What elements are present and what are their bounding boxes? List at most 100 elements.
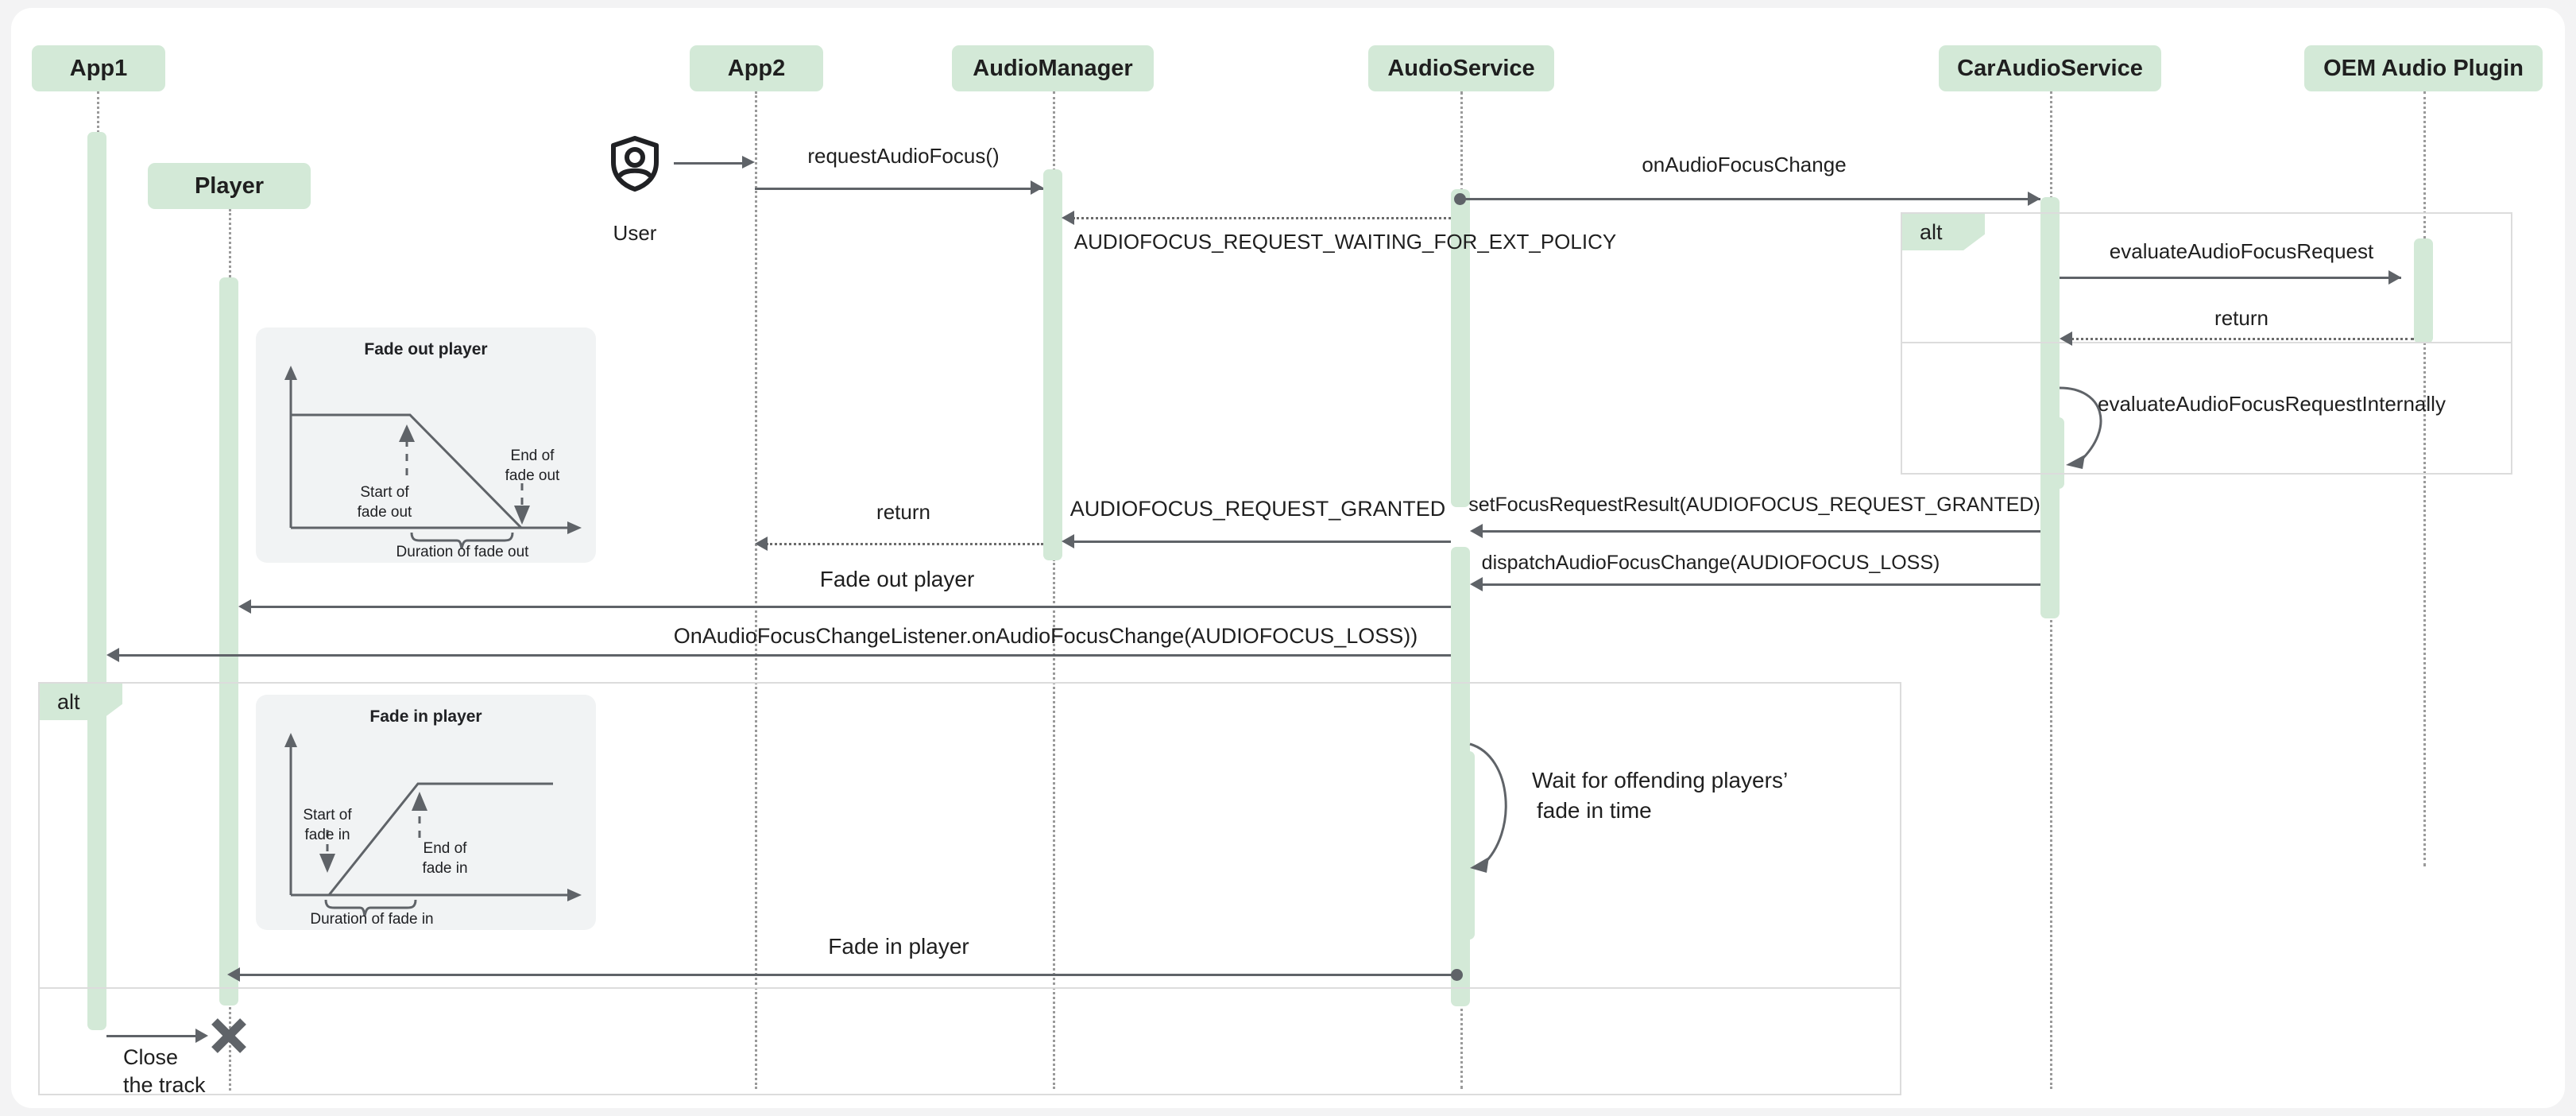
close-track-line-1: Close bbox=[123, 1045, 179, 1069]
lifeline-line-caraudioservice bbox=[2050, 91, 2052, 199]
message-text: Fade out player bbox=[819, 567, 975, 591]
message-label-request-audio-focus: requestAudioFocus() bbox=[807, 143, 999, 169]
message-text: AUDIOFOCUS_REQUEST_GRANTED bbox=[1069, 497, 1446, 521]
message-text: dispatchAudioFocusChange(AUDIOFOCUS_LOSS… bbox=[1481, 552, 1940, 574]
message-label-fade-out-player: Fade out player bbox=[820, 565, 975, 593]
lifeline-head-audioservice[interactable]: AudioService bbox=[1368, 45, 1554, 91]
message-line-request-audio-focus[interactable] bbox=[755, 188, 1043, 190]
arrow-head-request-audio-focus bbox=[1031, 180, 1043, 195]
lifeline-label: CarAudioService bbox=[1957, 55, 2143, 81]
inset-fade-in-duration-label: Duration of fade in bbox=[310, 911, 434, 928]
message-text: AUDIOFOCUS_REQUEST_WAITING_FOR_EXT_POLIC… bbox=[1073, 230, 1617, 254]
alt-fragment-right-tab: alt bbox=[1902, 214, 1985, 250]
message-label-on-audio-focus-change: onAudioFocusChange bbox=[1642, 152, 1846, 178]
message-line-user-to-app2[interactable] bbox=[674, 162, 745, 165]
message-label-evaluate-audio-focus-request: evaluateAudioFocusRequest bbox=[2110, 238, 2373, 265]
arrow-head-waiting-for-ext-policy bbox=[1062, 211, 1074, 225]
lifeline-line-caraudioservice-end bbox=[2050, 616, 2052, 1089]
message-line-fade-out-player[interactable] bbox=[249, 606, 1451, 608]
start-line-2: fade out bbox=[357, 503, 412, 521]
lifeline-head-app1[interactable]: App1 bbox=[32, 45, 165, 91]
lifeline-head-audiomanager[interactable]: AudioManager bbox=[952, 45, 1154, 91]
lifeline-line-player-end bbox=[229, 1003, 231, 1091]
lifeline-head-caraudioservice[interactable]: CarAudioService bbox=[1939, 45, 2161, 91]
message-label-dispatch-audio-focus-change: dispatchAudioFocusChange(AUDIOFOCUS_LOSS… bbox=[1482, 551, 1940, 575]
message-label-audiofocus-request-granted: AUDIOFOCUS_REQUEST_GRANTED bbox=[1070, 496, 1446, 523]
self-loop-wait-fade-in bbox=[1469, 742, 1507, 873]
lifeline-label: OEM Audio Plugin bbox=[2323, 55, 2524, 81]
message-text: OnAudioFocusChangeListener.onAudioFocusC… bbox=[673, 624, 1418, 648]
lifeline-head-app2[interactable]: App2 bbox=[690, 45, 823, 91]
message-line-waiting-for-ext-policy[interactable] bbox=[1073, 217, 1451, 219]
arrow-head-close-the-track bbox=[195, 1029, 208, 1043]
message-label-close-the-track: Close the track bbox=[123, 1044, 206, 1099]
end-line-2: fade in bbox=[422, 859, 468, 877]
message-line-on-audio-focus-change-listener[interactable] bbox=[118, 654, 1451, 657]
message-line-close-the-track[interactable] bbox=[106, 1035, 200, 1037]
message-text: evaluateAudioFocusRequest bbox=[2109, 239, 2374, 263]
inset-fade-in-player: Fade in player Start of bbox=[256, 695, 596, 930]
arrow-head-dispatch-audio-focus-change bbox=[1470, 577, 1483, 591]
message-text: return bbox=[876, 500, 930, 524]
lifeline-label: AudioService bbox=[1387, 55, 1535, 81]
lifeline-label: App2 bbox=[727, 55, 786, 81]
arrow-head-audiofocus-request-granted bbox=[1062, 534, 1074, 548]
activation-oemplugin bbox=[2414, 238, 2433, 343]
arrow-head-on-audio-focus-change bbox=[2028, 192, 2040, 206]
message-label-fade-in-player: Fade in player bbox=[828, 932, 969, 960]
inset-fade-out-duration-label: Duration of fade out bbox=[396, 544, 529, 560]
activation-caraudioservice-self bbox=[2047, 417, 2064, 489]
lifeline-label: Player bbox=[194, 172, 265, 199]
lifeline-line-audiomanager-end bbox=[1053, 559, 1055, 1089]
message-line-return-app2[interactable] bbox=[766, 543, 1043, 545]
inset-fade-out-end-label: End of fade out bbox=[485, 447, 580, 486]
arrow-head-return-oem bbox=[2060, 331, 2072, 346]
alt-fragment-left-tab: alt bbox=[40, 684, 122, 720]
activation-audioservice bbox=[1451, 189, 1470, 507]
inset-title-fade-out: Fade out player bbox=[364, 340, 488, 358]
lifeline-line-player bbox=[229, 209, 231, 277]
actor-label-user: User bbox=[585, 221, 685, 246]
message-text: setFocusRequestResult(AUDIOFOCUS_REQUEST… bbox=[1468, 494, 2040, 516]
message-line-audiofocus-request-granted[interactable] bbox=[1073, 541, 1451, 543]
lifeline-line-oemplugin-mid bbox=[2423, 342, 2426, 866]
arrow-head-on-audio-focus-change-listener bbox=[106, 648, 119, 662]
message-text: onAudioFocusChange bbox=[1642, 153, 1847, 176]
lifeline-label: App1 bbox=[69, 55, 128, 81]
fade-in-chart-svg bbox=[284, 733, 582, 916]
arrow-head-evaluate-audio-focus-request bbox=[2388, 270, 2401, 285]
fade-out-chart-svg bbox=[284, 366, 582, 549]
message-line-set-focus-request-result[interactable] bbox=[1481, 530, 2040, 533]
message-text: evaluateAudioFocusRequestInternally bbox=[2098, 392, 2446, 416]
arrow-head-user-to-app2 bbox=[742, 156, 755, 169]
end-line-2: fade out bbox=[505, 467, 560, 484]
message-label-return-app2: return bbox=[876, 499, 930, 525]
inset-fade-in-end-label: End of fade in bbox=[397, 839, 493, 878]
message-line-evaluate-audio-focus-request[interactable] bbox=[2060, 277, 2401, 279]
inset-fade-out-player: Fade out player Start of bbox=[256, 327, 596, 563]
destroy-marker-player bbox=[211, 1017, 247, 1054]
fragment-label: alt bbox=[57, 689, 80, 714]
arrow-head-fade-in-player bbox=[227, 967, 240, 982]
lifeline-head-player[interactable]: Player bbox=[148, 163, 311, 209]
end-line-1: End of bbox=[510, 448, 555, 464]
activation-audiomanager bbox=[1043, 169, 1062, 560]
lifeline-line-audioservice bbox=[1460, 91, 1463, 192]
actor-user-text: User bbox=[613, 221, 657, 245]
start-line-2: fade in bbox=[304, 826, 350, 843]
inset-title-fade-in: Fade in player bbox=[369, 707, 482, 726]
message-line-dispatch-audio-focus-change[interactable] bbox=[1481, 583, 2040, 586]
message-source-ball-on-audio-focus-change bbox=[1454, 193, 1466, 205]
lifeline-head-oemplugin[interactable]: OEM Audio Plugin bbox=[2304, 45, 2543, 91]
message-source-ball-fade-in-player bbox=[1451, 969, 1463, 981]
self-loop-evaluate-internally bbox=[2059, 386, 2102, 469]
message-line-fade-in-player[interactable] bbox=[238, 974, 1454, 976]
message-label-return-oem: return bbox=[2214, 305, 2269, 331]
message-line-return-oem[interactable] bbox=[2071, 338, 2414, 340]
lifeline-line-oemplugin bbox=[2423, 91, 2426, 238]
end-line-1: End of bbox=[423, 840, 467, 857]
message-line-on-audio-focus-change[interactable] bbox=[1460, 198, 2040, 200]
activation-audioservice-self bbox=[1457, 751, 1475, 940]
